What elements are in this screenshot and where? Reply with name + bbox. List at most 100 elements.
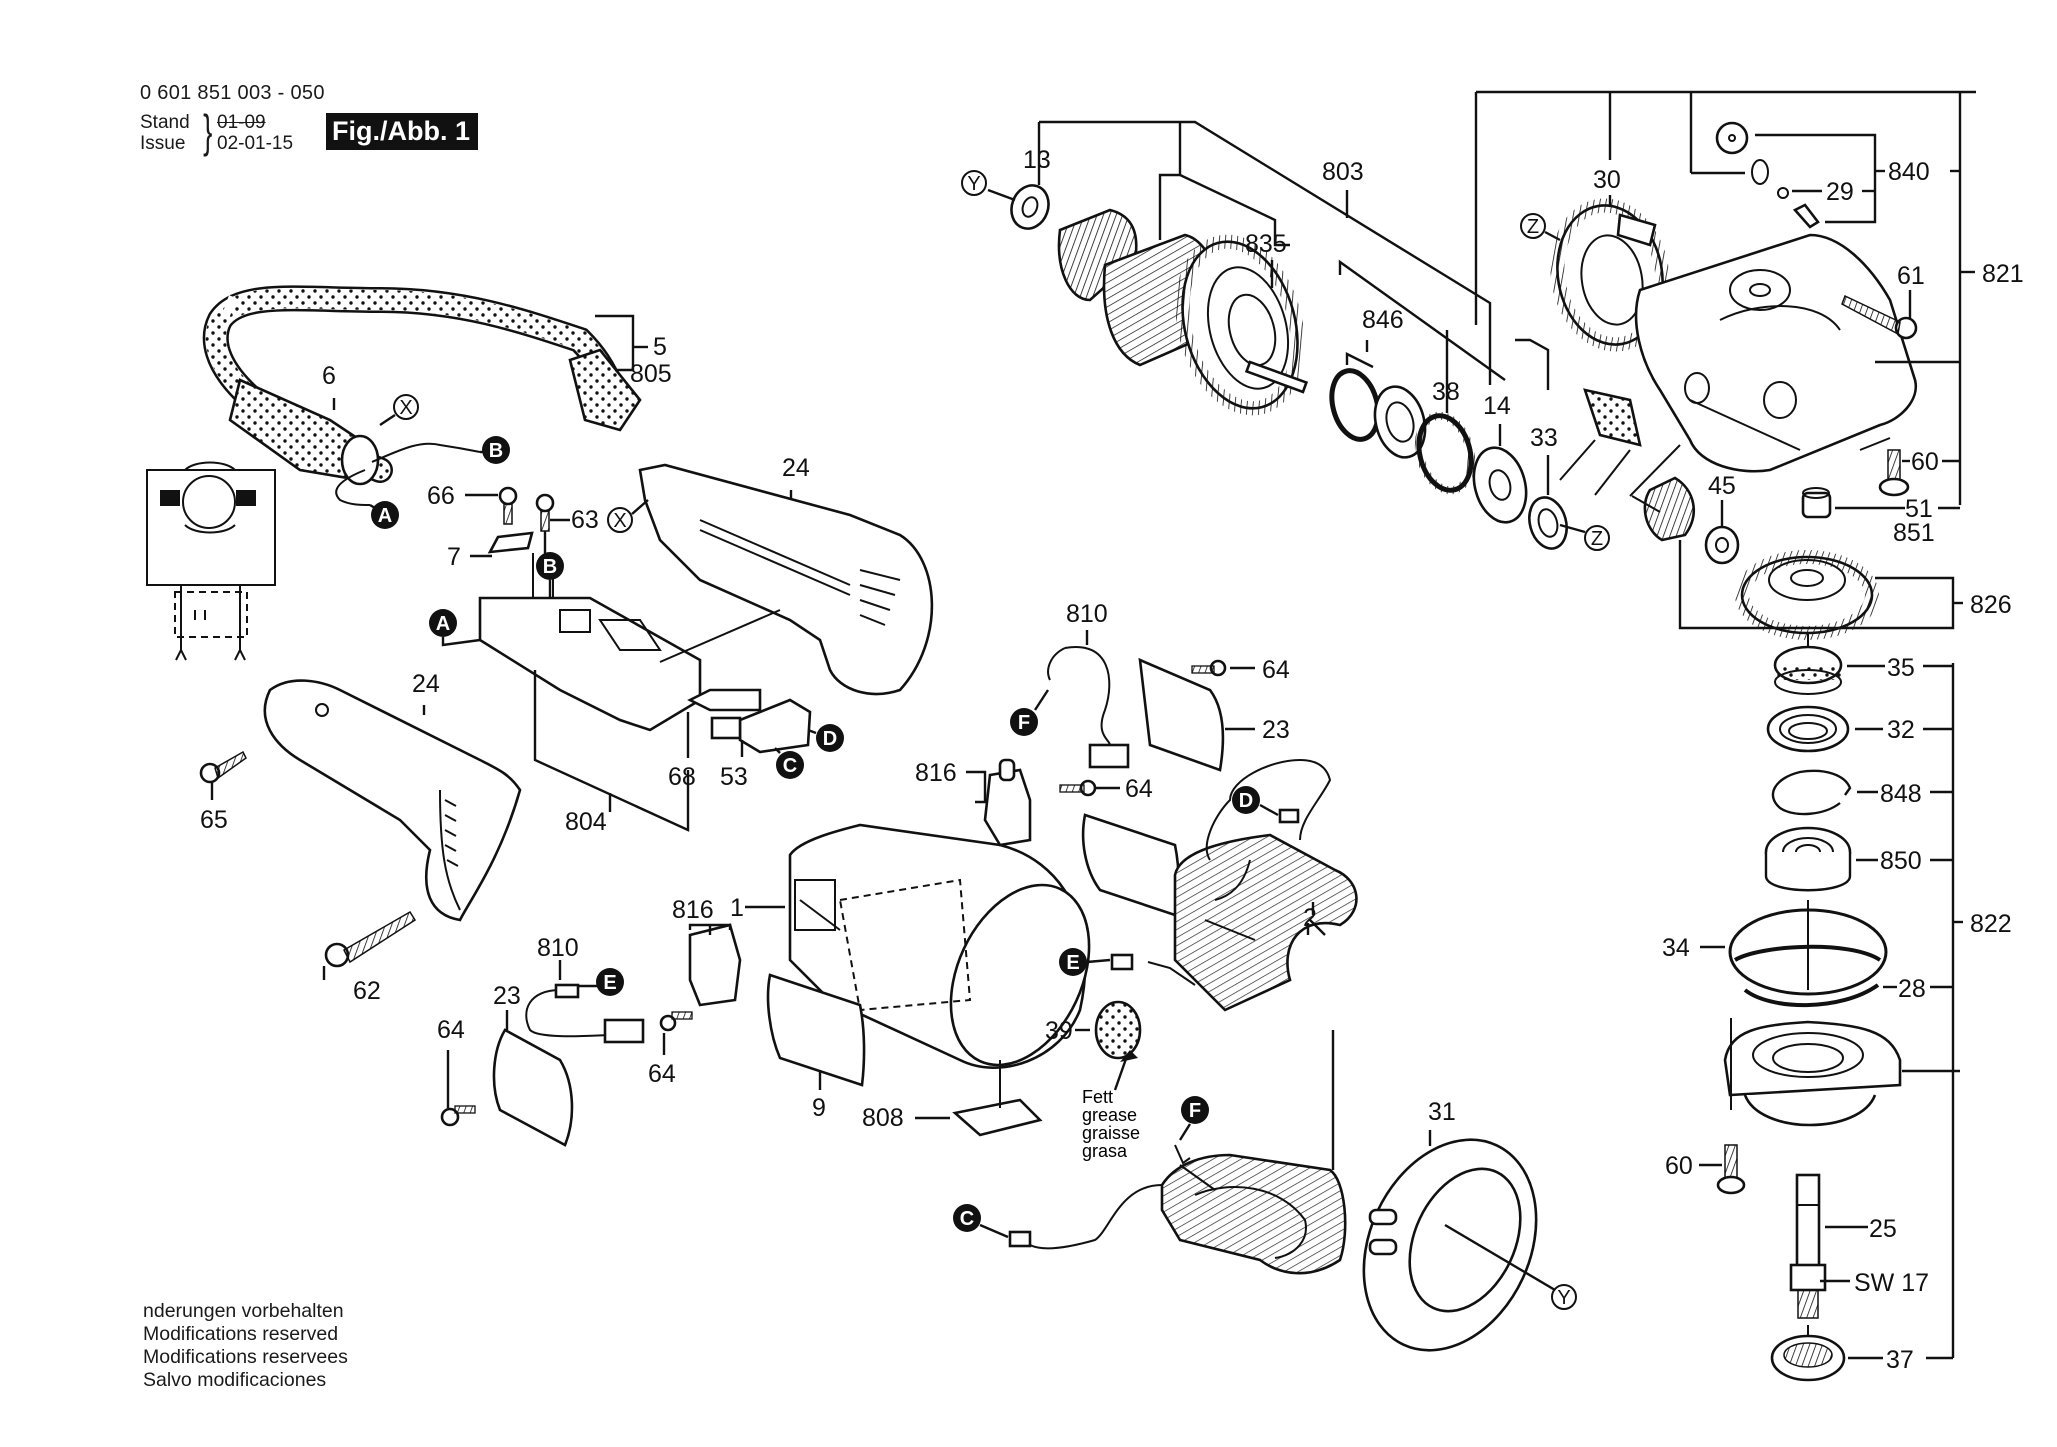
label-24-lower: 24 [412,670,440,698]
bearing-14 [1472,446,1528,524]
marker-c-switch: C [774,747,804,779]
switch-804 [478,596,702,732]
marker-a-cord: A [369,501,399,529]
screw-60-upper [1878,449,1910,497]
seal-32 [1766,705,1850,753]
grease-note-fr: graisse [1082,1123,1140,1143]
marker-z-gear: Z [1520,213,1561,242]
label-810-lower: 810 [537,934,579,962]
label-60-upper: 60 [1911,448,1939,476]
circlip-846 [1329,368,1381,442]
leader-835 [1158,122,1290,247]
label-plate-808 [952,1098,1043,1137]
label-28: 28 [1898,975,1926,1003]
capacitor-53 [738,698,812,754]
label-803: 803 [1322,158,1364,186]
brace-glyph: } [203,105,213,157]
label-816-lower: 816 [672,896,714,924]
svg-text:E: E [1066,952,1079,974]
figure-badge: Fig./Abb. 1 [326,113,478,150]
label-816-upper: 816 [915,759,957,787]
label-45: 45 [1708,472,1736,500]
label-61: 61 [1897,262,1925,290]
label-7: 7 [447,543,461,571]
handle-housing-24-lower [263,679,522,922]
label-32: 32 [1887,716,1915,744]
handle-housing-24-upper [638,463,934,696]
label-840: 840 [1888,158,1930,186]
clamp-7 [487,531,534,554]
cover-plate-9-upper [1081,813,1181,917]
guard-band-34 [1728,908,1888,996]
screw-62 [324,910,417,968]
svg-text:Y: Y [967,173,980,195]
washer [1373,385,1427,459]
marker-y-endcap: Y [1551,1284,1577,1310]
carbon-brush-810-lower [603,1018,645,1044]
svg-text:X: X [613,510,626,532]
svg-text:B: B [489,440,503,462]
svg-text:Z: Z [1591,528,1603,550]
label-821: 821 [1982,260,2024,288]
svg-text:E: E [603,972,616,994]
label-2: 2 [1303,904,1317,932]
label-64-upper-mid: 64 [1125,775,1153,803]
spindle-25 [1795,1173,1821,1272]
label-38: 38 [1432,378,1460,406]
screw-64-top-right [1191,659,1227,677]
marker-e-coil: E [1059,948,1111,976]
leader-826 [1678,540,1955,630]
bearing-13 [1010,184,1050,230]
label-848: 848 [1880,780,1922,808]
label-9-lower: 9 [812,1094,826,1122]
stand-date-struck: 01-09 [217,112,266,133]
label-39: 39 [1045,1017,1073,1045]
svg-text:Y: Y [1557,1287,1570,1309]
svg-text:Z: Z [1527,216,1539,238]
label-835: 835 [1245,230,1287,258]
circlip-848 [1771,769,1852,816]
label-53: 53 [720,763,748,791]
svg-text:D: D [1239,790,1253,812]
label-23-lower: 23 [493,982,521,1010]
label-64-top-right: 64 [1262,656,1290,684]
label-826: 826 [1970,591,2012,619]
spring [1751,159,1769,185]
brush-holder-816-lower [688,923,742,1007]
label-805: 805 [630,360,672,388]
brush-cap-23-upper [1138,657,1225,772]
screw-61 [1841,294,1918,340]
marker-z-seal: Z [1559,523,1610,551]
label-33: 33 [1530,424,1558,452]
label-1: 1 [730,894,744,922]
screw-65 [199,750,247,784]
label-808: 808 [862,1104,904,1132]
brush-holder-816-upper [983,768,1032,847]
power-cord [202,285,642,506]
switch-slider-68 [687,688,762,712]
label-31: 31 [1428,1098,1456,1126]
issue-date: 02-01-15 [217,133,294,154]
label-23-upper: 23 [1262,716,1290,744]
label-14: 14 [1483,392,1511,420]
brush-cap-23-lower [492,1028,574,1147]
svg-text:B: B [543,556,557,578]
screw-66 [498,486,518,525]
label-850: 850 [1880,847,1922,875]
o-ring-29 [1777,187,1789,199]
svg-text:F: F [1189,1100,1201,1122]
label-65: 65 [200,806,228,834]
svg-text:A: A [378,505,392,527]
screw-64-lower-mid [659,1011,693,1032]
lock-pin [1792,203,1820,229]
note-line-es: Salvo modificaciones [143,1369,327,1391]
label-63: 63 [571,506,599,534]
marker-d-switch: D [807,724,844,752]
marker-f-brush: F [1010,689,1050,736]
leader-804 [533,670,690,832]
marker-e-brush: E [578,968,624,996]
marker-y-bearing: Y [961,170,987,196]
marker-f-coil: F [1178,1096,1209,1141]
issue-label: Issue [140,133,186,154]
